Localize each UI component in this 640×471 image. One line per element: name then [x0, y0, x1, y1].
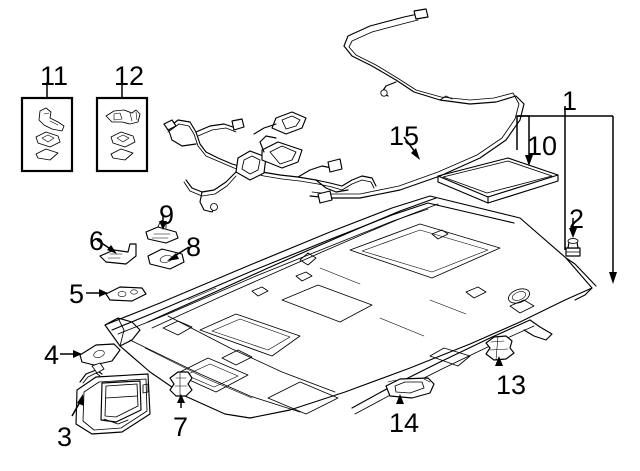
part-13-retainer-clip — [485, 335, 515, 366]
leader-15 — [403, 136, 420, 160]
detail-11-hook-part — [38, 107, 65, 132]
callout-number-2: 2 — [569, 204, 585, 234]
roof-side-rail — [147, 197, 439, 329]
sunroof-drain-tube — [309, 8, 525, 199]
detail-12-pad-lower — [110, 148, 134, 161]
callout-number-14: 14 — [389, 408, 420, 438]
part-7-visor-support-clip — [169, 371, 193, 408]
part-8-dome-lamp-lens — [147, 246, 190, 270]
callout-number-15: 15 — [389, 121, 420, 151]
callout-number-13: 13 — [496, 370, 527, 400]
part-5-handle-cover — [86, 286, 147, 302]
part-14-assist-handle-base — [385, 377, 435, 404]
part-4-coat-hook-cover — [60, 343, 121, 366]
callout-number-6: 6 — [89, 226, 105, 256]
part-2-push-retainer — [565, 218, 581, 257]
callout-number-1: 1 — [562, 86, 578, 116]
wiring-harness — [163, 111, 377, 213]
callout-number-10: 10 — [527, 131, 558, 161]
sunroof-sunshade-panel — [437, 157, 559, 204]
callout-number-12: 12 — [114, 61, 145, 91]
leader-1-bracket — [517, 106, 617, 284]
callout-number-3: 3 — [57, 422, 73, 452]
part-6-visor-retainer — [96, 239, 137, 265]
callout-number-7: 7 — [173, 412, 189, 442]
part-9-trim-clip — [145, 214, 179, 244]
detail-11-pad-lower — [35, 148, 59, 161]
detail-box-11 — [20, 82, 74, 173]
callout-number-11: 11 — [40, 61, 69, 91]
callout-number-4: 4 — [44, 340, 60, 370]
headliner-panel — [104, 195, 597, 419]
detail-12-pad-upper — [110, 131, 136, 148]
callout-number-5: 5 — [69, 279, 85, 309]
detail-11-pad-upper — [35, 131, 61, 148]
detail-box-12 — [95, 82, 149, 173]
callout-number-9: 9 — [159, 200, 175, 230]
part-3-sun-visor — [71, 362, 151, 435]
detail-12-bracket-part — [105, 109, 141, 125]
callout-number-8: 8 — [186, 232, 202, 262]
